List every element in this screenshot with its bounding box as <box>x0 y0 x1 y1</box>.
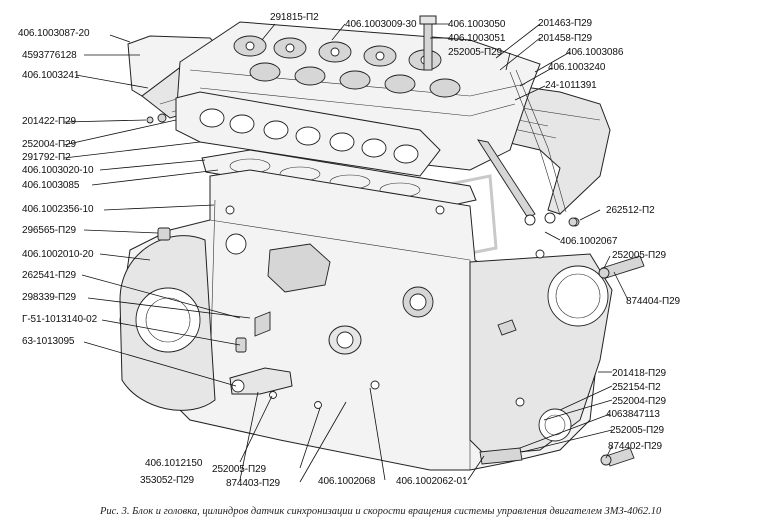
part-label: 262541-П29 <box>22 270 77 281</box>
part-label: 406.1003020-10 <box>22 165 94 176</box>
part-label: 406.1003087-20 <box>18 28 90 39</box>
part-label: 252005-П29 <box>448 47 503 58</box>
part-label: 24-1011391 <box>545 80 597 91</box>
part-label: 291792-П2 <box>22 152 71 163</box>
part-label: 63-1013095 <box>22 336 75 347</box>
part-label: 201458-П29 <box>538 33 593 44</box>
part-label: 291815-П2 <box>270 12 319 23</box>
part-label: 252005-П29 <box>612 250 667 261</box>
part-label: 406.1012150 <box>145 458 203 469</box>
part-label: 406.1003085 <box>22 180 80 191</box>
part-label: 262512-П2 <box>606 205 655 216</box>
part-label: 353052-П29 <box>140 475 195 486</box>
part-label: 201422-П29 <box>22 116 77 127</box>
part-label: 406.1003009-30 <box>345 19 417 30</box>
part-label: 406.1002067 <box>560 236 618 247</box>
cylinder-block <box>119 169 613 471</box>
part-label: 252004-П29 <box>612 396 667 407</box>
head-gasket <box>201 149 477 211</box>
part-label: 406.1002062-01 <box>396 476 468 487</box>
part-label: 252154-П2 <box>612 382 661 393</box>
part-label: 406.1002068 <box>318 476 376 487</box>
part-label: 4593776128 <box>22 50 77 61</box>
part-label: 874402-П29 <box>608 441 663 452</box>
part-label: 201463-П29 <box>538 18 593 29</box>
figure-caption: Рис. 3. Блок и головка, цилиндров датчик… <box>100 506 662 517</box>
part-label: 406.1003051 <box>448 33 506 44</box>
part-label: 252005-П29 <box>212 464 267 475</box>
ports-plate <box>175 91 441 177</box>
part-label: 406.1003050 <box>448 19 506 30</box>
part-label: 406.1003086 <box>566 47 624 58</box>
part-label: 874404-П29 <box>626 296 681 307</box>
part-label: 406.1003240 <box>548 62 606 73</box>
timing-chain <box>477 69 580 227</box>
part-label: 406.1002010-20 <box>22 249 94 260</box>
part-label: 4063847113 <box>606 409 660 420</box>
part-label: 201418-П29 <box>612 368 667 379</box>
part-label: Г-51-1013140-02 <box>22 314 98 325</box>
part-label: 296565-П29 <box>22 225 77 236</box>
small-parts <box>146 113 645 467</box>
part-label: 252004-П29 <box>22 139 77 150</box>
leader-lines <box>63 23 629 483</box>
part-label: 874403-П29 <box>226 478 281 489</box>
part-label: 298339-П29 <box>22 292 77 303</box>
part-label: 252005-П29 <box>610 425 665 436</box>
part-label: 406.1002356-10 <box>22 204 94 215</box>
part-label: 406.1003241 <box>22 70 80 81</box>
